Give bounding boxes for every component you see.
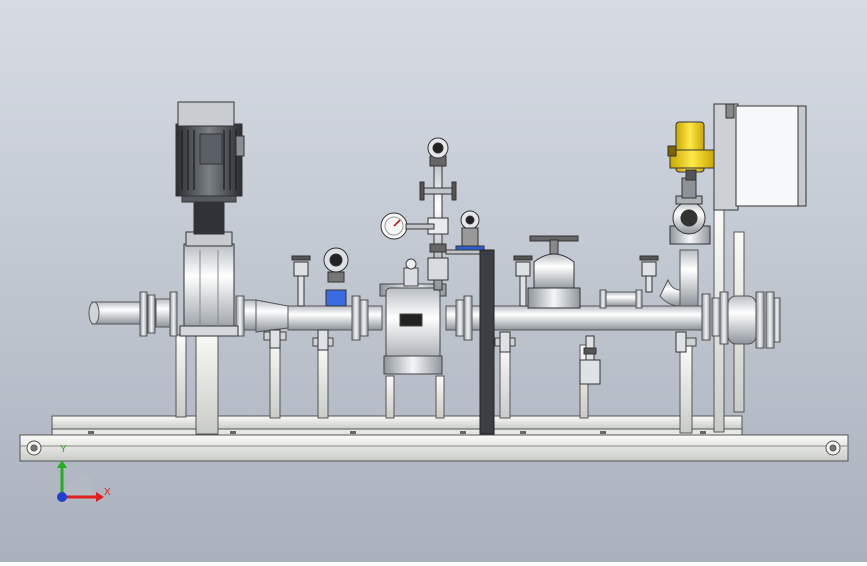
vertical-pump	[175, 101, 245, 337]
basket-strainer	[379, 258, 447, 375]
frame-rail-top-thin	[51, 428, 743, 436]
support-4	[385, 375, 395, 419]
branch-riser	[679, 249, 699, 307]
axis-x-label: X	[104, 487, 111, 498]
support-5	[435, 375, 445, 419]
coordinate-triad	[57, 460, 104, 502]
support-1	[175, 334, 187, 418]
pump-body	[183, 243, 235, 337]
axis-x-arrow	[96, 492, 104, 502]
instrument-manifold	[380, 137, 487, 291]
valve-2	[513, 255, 533, 307]
control-cabinet	[735, 105, 807, 207]
support-pump-stand	[195, 329, 219, 435]
inlet-pipe-end	[88, 301, 100, 325]
motor-fan-cover	[177, 101, 235, 127]
vertical-rod	[479, 249, 495, 435]
frame-rail-upper	[51, 415, 743, 430]
drain-valve	[579, 335, 601, 385]
support-8	[679, 344, 693, 434]
main-pipeline	[88, 249, 781, 349]
valve-actuator	[667, 121, 715, 181]
gate-valve	[527, 235, 581, 309]
valve-3	[639, 255, 659, 293]
flow-sensor	[323, 247, 349, 307]
axis-y-arrow	[57, 460, 67, 468]
motor-terminal-box	[199, 133, 223, 165]
strainer-nameplate	[399, 313, 423, 327]
control-panel	[713, 103, 807, 211]
axis-y-label: Y	[60, 444, 67, 455]
base-frame	[19, 415, 849, 462]
support-3	[317, 344, 329, 419]
butterfly-valve	[669, 177, 711, 245]
instrument-valves	[269, 235, 687, 385]
triad-base	[62, 475, 92, 497]
axis-z-origin	[57, 492, 67, 502]
support-6	[499, 344, 511, 419]
skid-beam	[19, 434, 849, 462]
support-2	[269, 337, 281, 419]
valve-1	[291, 255, 311, 307]
